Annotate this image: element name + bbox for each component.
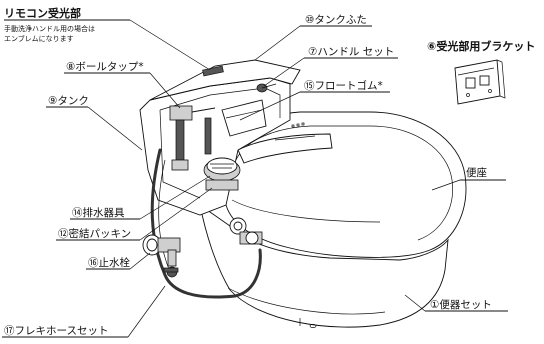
- toilet-bowl: [199, 203, 449, 328]
- label-tank-lid: ⑩タンクふた: [305, 14, 367, 26]
- label-flexible-hose-set: ⑰フレキホースセット: [4, 325, 108, 337]
- label-seal-packing: ⑫密結パッキン: [58, 227, 131, 240]
- label-receiver-bracket: ⑥受光部用ブラケット: [427, 39, 535, 53]
- tank-lid: [149, 59, 301, 101]
- toilet-illustration: [139, 59, 467, 328]
- label-handle-set: ⑦ハンドル セット: [308, 46, 394, 58]
- label-seat: 便座: [466, 166, 487, 179]
- label-tank: ⑨タンク: [48, 95, 89, 107]
- receiver-bracket-illustration: [454, 59, 506, 105]
- flush-valve: [203, 99, 267, 191]
- remote-receiver-title: リモコン受光部: [4, 6, 81, 20]
- ball-tap: [169, 105, 216, 171]
- label-toilet-set: ①便器セット: [430, 298, 492, 311]
- leader-lines: [2, 19, 508, 338]
- label-ball-tap: ⑧ボールタップ*: [66, 61, 144, 73]
- label-float-rubber: ⑮フロートゴム*: [304, 79, 383, 92]
- remote-receiver-note-2: エンブレムになります: [4, 34, 74, 43]
- supply-connector: [229, 217, 263, 245]
- label-drain-fitting: ⑭排水器具: [72, 206, 125, 219]
- stop-valve: [142, 234, 181, 278]
- label-stop-valve: ⑯止水栓: [88, 256, 130, 269]
- labels: リモコン受光部 手動洗浄ハンドル用の場合は エンブレムになります ⑩タンクふた …: [4, 6, 535, 337]
- flexible-hose: [150, 148, 262, 299]
- remote-receiver-note-1: 手動洗浄ハンドル用の場合は: [4, 24, 95, 33]
